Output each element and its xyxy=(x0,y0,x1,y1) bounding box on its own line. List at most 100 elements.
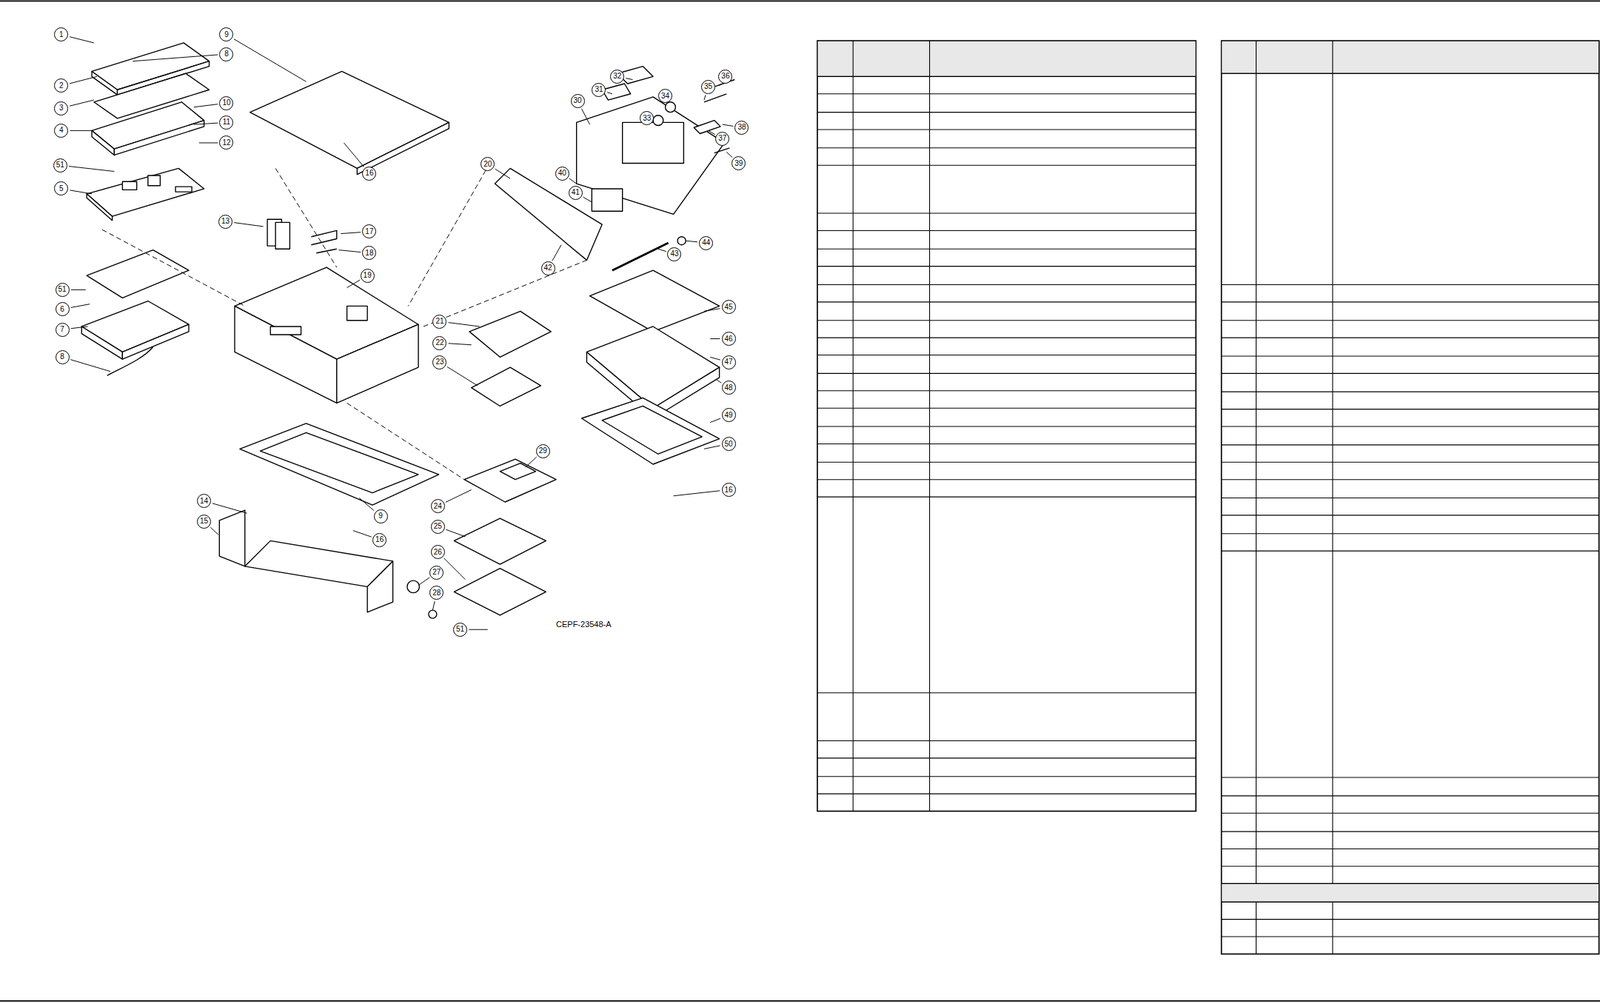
callout-number: 16 xyxy=(721,482,736,497)
rule-line xyxy=(707,130,715,135)
callout-number: 47 xyxy=(721,355,736,370)
rule-line xyxy=(343,142,364,167)
callout-number: 37 xyxy=(715,131,730,146)
callout-number: 30 xyxy=(570,94,585,109)
rule-line xyxy=(1221,514,1600,516)
callout-number: 15 xyxy=(196,514,212,529)
rule-line xyxy=(1221,73,1600,75)
callout-number: 20 xyxy=(480,156,495,172)
rule-line xyxy=(1221,444,1600,445)
callout-number: 40 xyxy=(555,166,570,181)
rule-line xyxy=(704,308,721,312)
rule-line xyxy=(817,128,1196,130)
rule-line xyxy=(583,196,593,203)
rule-line xyxy=(1221,391,1600,393)
callout-number: 13 xyxy=(218,214,233,229)
rule-line xyxy=(1221,319,1600,321)
rule-line xyxy=(1221,284,1600,286)
rule-line xyxy=(658,248,667,251)
rule-line xyxy=(710,338,720,340)
rule-line xyxy=(1221,550,1600,552)
rule-line xyxy=(817,496,1196,498)
rule-line xyxy=(1221,812,1600,814)
callout-number: 21 xyxy=(432,314,447,329)
rule-line xyxy=(817,757,1196,759)
rule-line xyxy=(444,558,466,580)
rule-line xyxy=(817,390,1196,391)
rule-line xyxy=(1221,795,1600,796)
rule-line xyxy=(419,577,430,585)
callout-number: 18 xyxy=(362,245,377,260)
rule-line xyxy=(726,151,733,157)
callout-number: 50 xyxy=(721,436,736,451)
rule-line xyxy=(132,54,218,62)
rule-line xyxy=(1221,848,1600,850)
rule-line xyxy=(552,245,562,261)
callout-number: 1 xyxy=(54,27,69,42)
rule-line xyxy=(581,108,590,125)
rule-line xyxy=(817,147,1196,149)
rule-line xyxy=(817,248,1196,250)
rule-line xyxy=(210,527,219,535)
rule-line xyxy=(69,37,95,43)
callout-number: 14 xyxy=(196,493,212,508)
rule-line xyxy=(71,304,91,309)
callout-number: 43 xyxy=(667,247,682,262)
rule-line xyxy=(69,130,92,132)
rule-line xyxy=(1221,865,1600,867)
rule-line xyxy=(233,39,306,82)
rule-line xyxy=(685,240,698,243)
drawing-number: CEPF-23548-A xyxy=(554,619,614,629)
rule-line xyxy=(447,366,478,386)
callout-number: 5 xyxy=(54,181,69,196)
rule-line xyxy=(817,230,1196,232)
rule-line xyxy=(704,94,706,100)
rule-line xyxy=(199,142,218,143)
rule-line xyxy=(448,343,472,346)
callout-number: 44 xyxy=(698,236,714,251)
rule-line xyxy=(1221,301,1600,303)
rule-line xyxy=(710,356,721,360)
callout-number: 29 xyxy=(536,444,551,459)
rule-line xyxy=(1221,408,1600,410)
rule-line xyxy=(704,445,721,450)
rule-line xyxy=(817,443,1196,445)
rule-line xyxy=(70,359,111,372)
callout-number: 28 xyxy=(429,585,444,600)
callout-number: 10 xyxy=(219,96,234,111)
rule-line xyxy=(817,373,1196,374)
rule-line xyxy=(468,629,488,631)
callout-number: 49 xyxy=(721,407,736,423)
callout-number: 2 xyxy=(54,78,69,93)
rule-line xyxy=(710,418,721,423)
callout-number: 35 xyxy=(701,79,716,95)
rule-line xyxy=(1221,533,1600,534)
rule-line xyxy=(1221,355,1600,357)
callout-number: 3 xyxy=(54,101,69,116)
callout-number: 12 xyxy=(219,135,234,150)
rule-line xyxy=(817,479,1196,480)
callout-number: 7 xyxy=(55,322,70,337)
rule-line xyxy=(353,530,372,538)
rule-line xyxy=(445,529,465,537)
rule-line xyxy=(525,456,537,468)
rule-line xyxy=(1221,479,1600,480)
callout-number: 8 xyxy=(55,350,70,365)
rule-line xyxy=(817,740,1196,742)
rule-line xyxy=(68,166,115,172)
rule-line xyxy=(817,111,1196,113)
rule-line xyxy=(817,212,1196,214)
rule-line xyxy=(817,775,1196,777)
rule-line xyxy=(339,250,362,253)
callout-number: 26 xyxy=(430,544,445,560)
callout-number: 39 xyxy=(731,156,746,171)
callout-number: 38 xyxy=(734,120,749,135)
rule-line xyxy=(715,379,722,384)
rule-line xyxy=(817,793,1196,795)
rule-line xyxy=(1221,373,1600,374)
rule-line xyxy=(340,232,361,234)
rule-line xyxy=(722,124,734,126)
rule-line xyxy=(607,92,613,95)
